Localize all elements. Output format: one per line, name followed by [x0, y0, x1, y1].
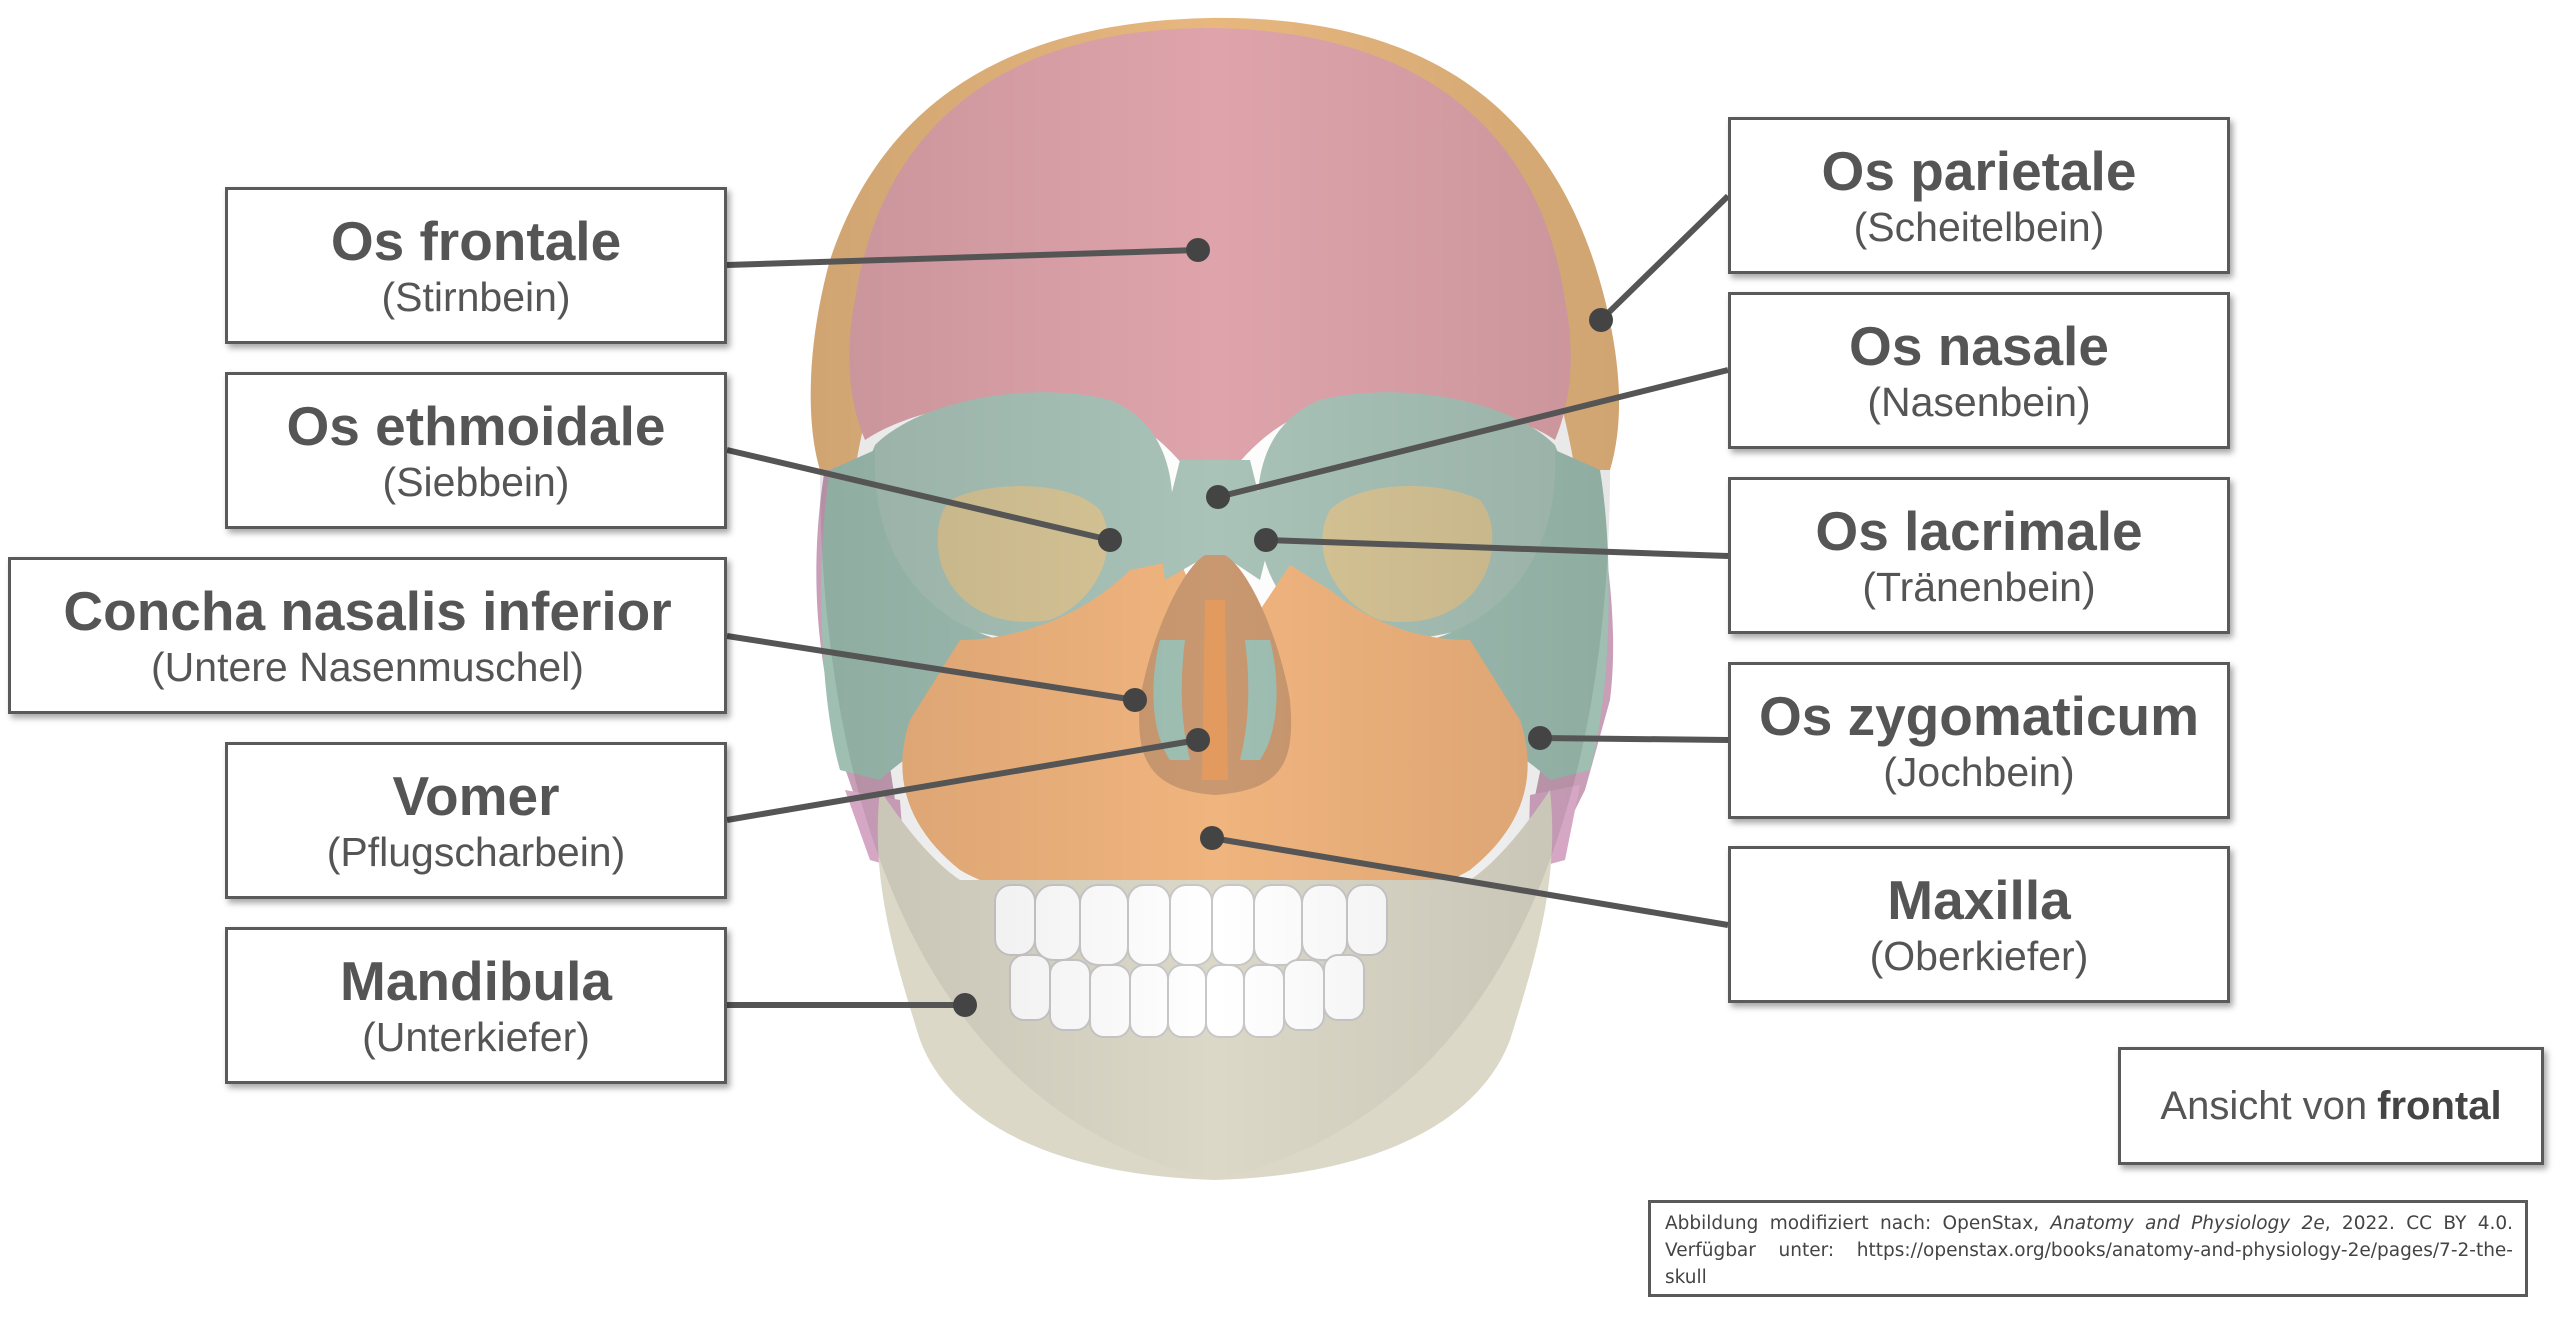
view-prefix: Ansicht von: [2160, 1083, 2368, 1128]
source-suffix: , 2022. CC BY 4.0. Verfügbar unter: http…: [1665, 1213, 2514, 1288]
label-german: (Untere Nasenmuschel): [151, 643, 584, 690]
label-latin: Concha nasalis inferior: [63, 579, 672, 642]
label-os-frontale: Os frontale (Stirnbein): [225, 187, 727, 344]
source-attribution: Abbildung modifiziert nach: OpenStax, An…: [1648, 1200, 2528, 1297]
label-german: (Nasenbein): [1867, 378, 2091, 425]
label-german: (Pflugscharbein): [326, 828, 626, 875]
label-maxilla: Maxilla (Oberkiefer): [1728, 846, 2230, 1003]
source-work-title: Anatomy and Physiology 2e: [2050, 1213, 2325, 1234]
leader-lines: [726, 193, 1731, 1008]
skull-shading: [810, 17, 1620, 1181]
label-latin: Os frontale: [330, 209, 622, 272]
label-latin: Os lacrimale: [1815, 499, 2143, 562]
label-latin: Os nasale: [1849, 314, 2109, 377]
leader-dots: [953, 238, 1613, 1017]
label-os-nasale: Os nasale (Nasenbein): [1728, 292, 2230, 449]
label-latin: Os parietale: [1821, 139, 2137, 202]
label-german: (Jochbein): [1883, 748, 2075, 795]
view-direction: frontal: [2377, 1083, 2502, 1128]
label-latin: Vomer: [392, 764, 560, 827]
label-mandibula: Mandibula (Unterkiefer): [225, 927, 727, 1084]
label-latin: Mandibula: [340, 949, 612, 1012]
label-os-lacrimale: Os lacrimale (Tränenbein): [1728, 477, 2230, 634]
label-latin: Os zygomaticum: [1758, 684, 2200, 747]
label-latin: Maxilla: [1887, 868, 2071, 931]
label-german: (Unterkiefer): [362, 1013, 590, 1060]
label-vomer: Vomer (Pflugscharbein): [225, 742, 727, 899]
label-german: (Oberkiefer): [1869, 932, 2089, 979]
view-indicator: Ansicht von frontal: [2118, 1047, 2544, 1165]
label-os-zygomaticum: Os zygomaticum (Jochbein): [1728, 662, 2230, 819]
label-os-ethmoidale: Os ethmoidale (Siebbein): [225, 372, 727, 529]
label-german: (Siebbein): [382, 458, 570, 505]
source-prefix: Abbildung modifiziert nach: OpenStax,: [1665, 1213, 2051, 1234]
label-german: (Scheitelbein): [1853, 203, 2105, 250]
label-os-parietale: Os parietale (Scheitelbein): [1728, 117, 2230, 274]
label-german: (Stirnbein): [381, 273, 571, 320]
label-concha-nasalis-inferior: Concha nasalis inferior (Untere Nasenmus…: [8, 557, 727, 714]
label-latin: Os ethmoidale: [286, 394, 666, 457]
label-german: (Tränenbein): [1862, 563, 2096, 610]
